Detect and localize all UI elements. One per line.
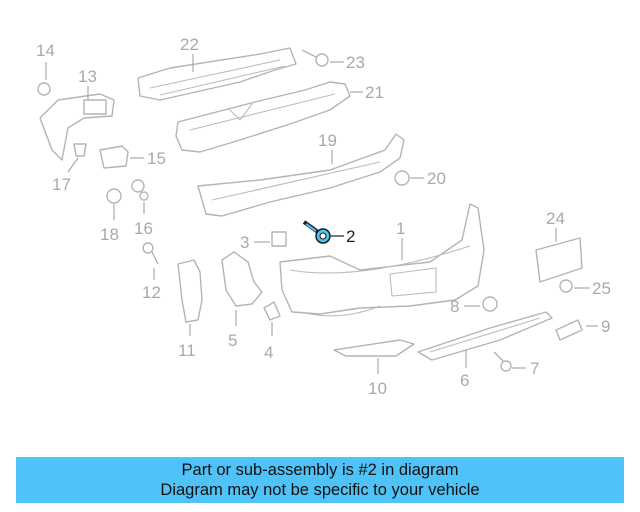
part-11-side-bracket[interactable] (177, 259, 203, 323)
callout-17: 17 (52, 157, 79, 194)
part-13-bracket[interactable] (39, 93, 115, 161)
svg-text:9: 9 (601, 317, 610, 336)
part-19-bumper-guide[interactable] (197, 133, 405, 217)
part-8-retainer[interactable] (482, 296, 498, 312)
svg-text:3: 3 (240, 233, 249, 252)
callout-24: 24 (546, 209, 565, 242)
part-20-grommet[interactable] (394, 170, 410, 186)
callout-16: 16 (134, 202, 153, 238)
callout-22: 22 (180, 35, 199, 72)
callout-4: 4 (264, 322, 273, 362)
part-23-bolt[interactable] (301, 49, 329, 67)
part-12-screw[interactable] (142, 242, 159, 265)
callout-3: 3 (240, 233, 270, 252)
svg-text:25: 25 (592, 279, 611, 298)
part-5-side-guide[interactable] (221, 251, 263, 307)
part-25-clip[interactable] (559, 279, 573, 293)
callout-13: 13 (78, 67, 97, 100)
part-6-diffuser-trim[interactable] (417, 311, 553, 361)
part-22-reinforcement-beam[interactable] (137, 47, 297, 101)
part-21-energy-absorber[interactable] (175, 81, 351, 153)
part-18-nut[interactable] (106, 188, 122, 204)
svg-text:5: 5 (228, 331, 237, 350)
callout-7: 7 (512, 359, 539, 378)
callout-15: 15 (130, 149, 166, 168)
part-16-screw[interactable] (131, 179, 149, 201)
callout-21: 21 (350, 83, 384, 102)
svg-text:7: 7 (530, 359, 539, 378)
caption-banner: Part or sub-assembly is #2 in diagram Di… (16, 457, 624, 503)
svg-text:11: 11 (178, 341, 196, 360)
svg-text:19: 19 (318, 131, 337, 150)
caption-line-1: Part or sub-assembly is #2 in diagram (181, 461, 459, 479)
part-24-license-plate[interactable] (535, 237, 583, 283)
callout-20: 20 (410, 169, 446, 188)
svg-text:24: 24 (546, 209, 565, 228)
part-10-reflector-trim[interactable] (333, 339, 415, 357)
svg-text:2: 2 (346, 227, 355, 246)
part-14-clip[interactable] (37, 82, 51, 96)
callout-8: 8 (450, 297, 480, 316)
svg-text:15: 15 (147, 149, 166, 168)
callout-11: 11 (178, 324, 196, 360)
svg-text:22: 22 (180, 35, 199, 54)
svg-text:21: 21 (365, 83, 384, 102)
svg-text:23: 23 (346, 53, 365, 72)
callout-10: 10 (368, 358, 387, 398)
callout-14: 14 (36, 41, 55, 80)
callout-1: 1 (396, 219, 405, 260)
svg-text:12: 12 (142, 283, 161, 302)
callout-23: 23 (330, 53, 365, 72)
caption-line-2: Diagram may not be specific to your vehi… (160, 481, 480, 499)
part-15-mounting-bracket[interactable] (99, 145, 129, 169)
part-4-clip[interactable] (263, 301, 281, 321)
svg-text:20: 20 (427, 169, 446, 188)
callout-25: 25 (574, 279, 611, 298)
svg-text:14: 14 (36, 41, 55, 60)
callout-12: 12 (142, 268, 161, 302)
svg-text:1: 1 (396, 219, 405, 238)
svg-text:6: 6 (460, 371, 469, 390)
callout-5: 5 (228, 310, 237, 350)
part-3-bracket[interactable] (271, 231, 287, 247)
callout-6: 6 (460, 350, 469, 390)
parts-diagram: 22 23 21 14 13 17 (36, 35, 611, 398)
part-17-push-clip[interactable] (73, 143, 87, 157)
callout-18: 18 (100, 204, 119, 244)
svg-text:16: 16 (134, 219, 153, 238)
part-2-bolt[interactable] (302, 220, 331, 244)
part-7-screw[interactable] (493, 351, 512, 372)
svg-text:10: 10 (368, 379, 387, 398)
part-9-bracket[interactable] (555, 319, 583, 341)
svg-text:8: 8 (450, 297, 459, 316)
svg-text:18: 18 (100, 225, 119, 244)
callout-19: 19 (318, 131, 337, 164)
callout-2: 2 (331, 227, 355, 246)
svg-text:13: 13 (78, 67, 97, 86)
svg-text:4: 4 (264, 343, 273, 362)
part-1-bumper-cover[interactable] (279, 203, 485, 317)
callout-9: 9 (586, 317, 610, 336)
svg-text:17: 17 (52, 175, 71, 194)
